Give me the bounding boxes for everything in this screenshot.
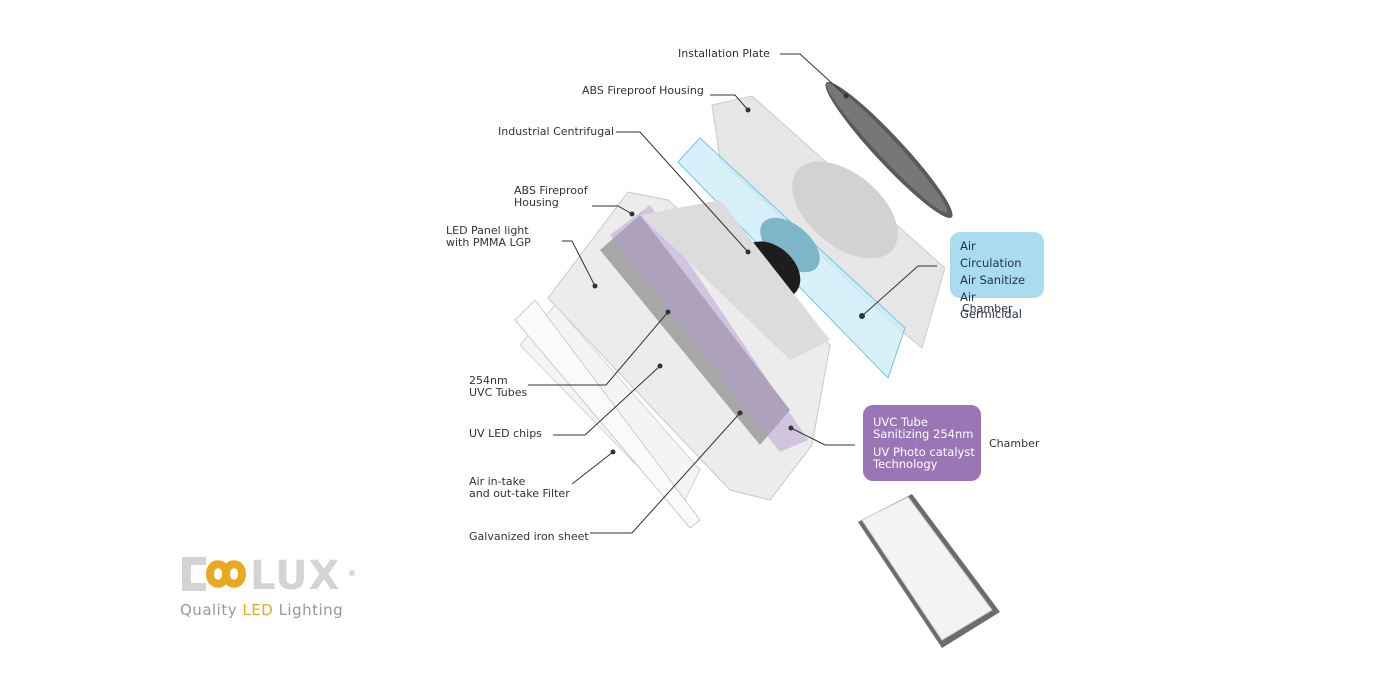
logo-tagline: Quality LED Lighting	[180, 601, 357, 619]
air-chamber-box: Air Circulation Air Sanitize Air Germici…	[950, 232, 1044, 321]
installation-plate	[825, 82, 953, 218]
logo-wordmark: LUX ®	[180, 555, 357, 593]
tagline-led: LED	[242, 601, 274, 619]
label-installation-plate: Installation Plate	[678, 47, 770, 60]
air-chamber-line: Air Sanitize	[960, 273, 1026, 287]
label-abs-housing-top: ABS Fireproof Housing	[582, 84, 704, 97]
abs-housing-top	[711, 95, 946, 349]
led-panel-finished	[858, 494, 1000, 648]
logo-text: LUX	[250, 555, 340, 593]
label-filter: Air in-take and out-take Filter	[469, 475, 570, 500]
uvc-chamber-box: UVC Tube Sanitizing 254nm UV Photo catal…	[863, 405, 981, 481]
label-uv-led-chips: UV LED chips	[469, 427, 542, 440]
uvc-chamber-line: UVC Tube Sanitizing 254nm	[873, 415, 974, 441]
label-led-panel: LED Panel light with PMMA LGP	[446, 224, 531, 249]
tagline-quality: Quality	[180, 601, 238, 619]
uvc-chamber-line: UV Photo catalyst Technology	[873, 445, 975, 471]
air-chamber-line: Air Germicidal	[960, 290, 1022, 321]
logo-mark-icon: LUX	[182, 555, 340, 593]
label-abs-housing-lower: ABS Fireproof Housing	[514, 184, 588, 209]
brand-logo: LUX ® Quality LED Lighting	[180, 555, 357, 619]
air-chamber-line: Air Circulation	[960, 239, 1022, 270]
label-industrial-centrifugal: Industrial Centrifugal	[498, 125, 615, 138]
label-uvc-tubes: 254nm UVC Tubes	[469, 374, 528, 399]
leader-lines	[528, 53, 937, 534]
leader-dots	[592, 93, 865, 455]
uvc-chamber-caption: Chamber	[989, 437, 1040, 450]
air-chamber-caption: Chamber	[962, 302, 1013, 315]
tagline-lighting: Lighting	[278, 601, 344, 619]
label-iron-sheet: Galvanized iron sheet	[469, 530, 589, 543]
